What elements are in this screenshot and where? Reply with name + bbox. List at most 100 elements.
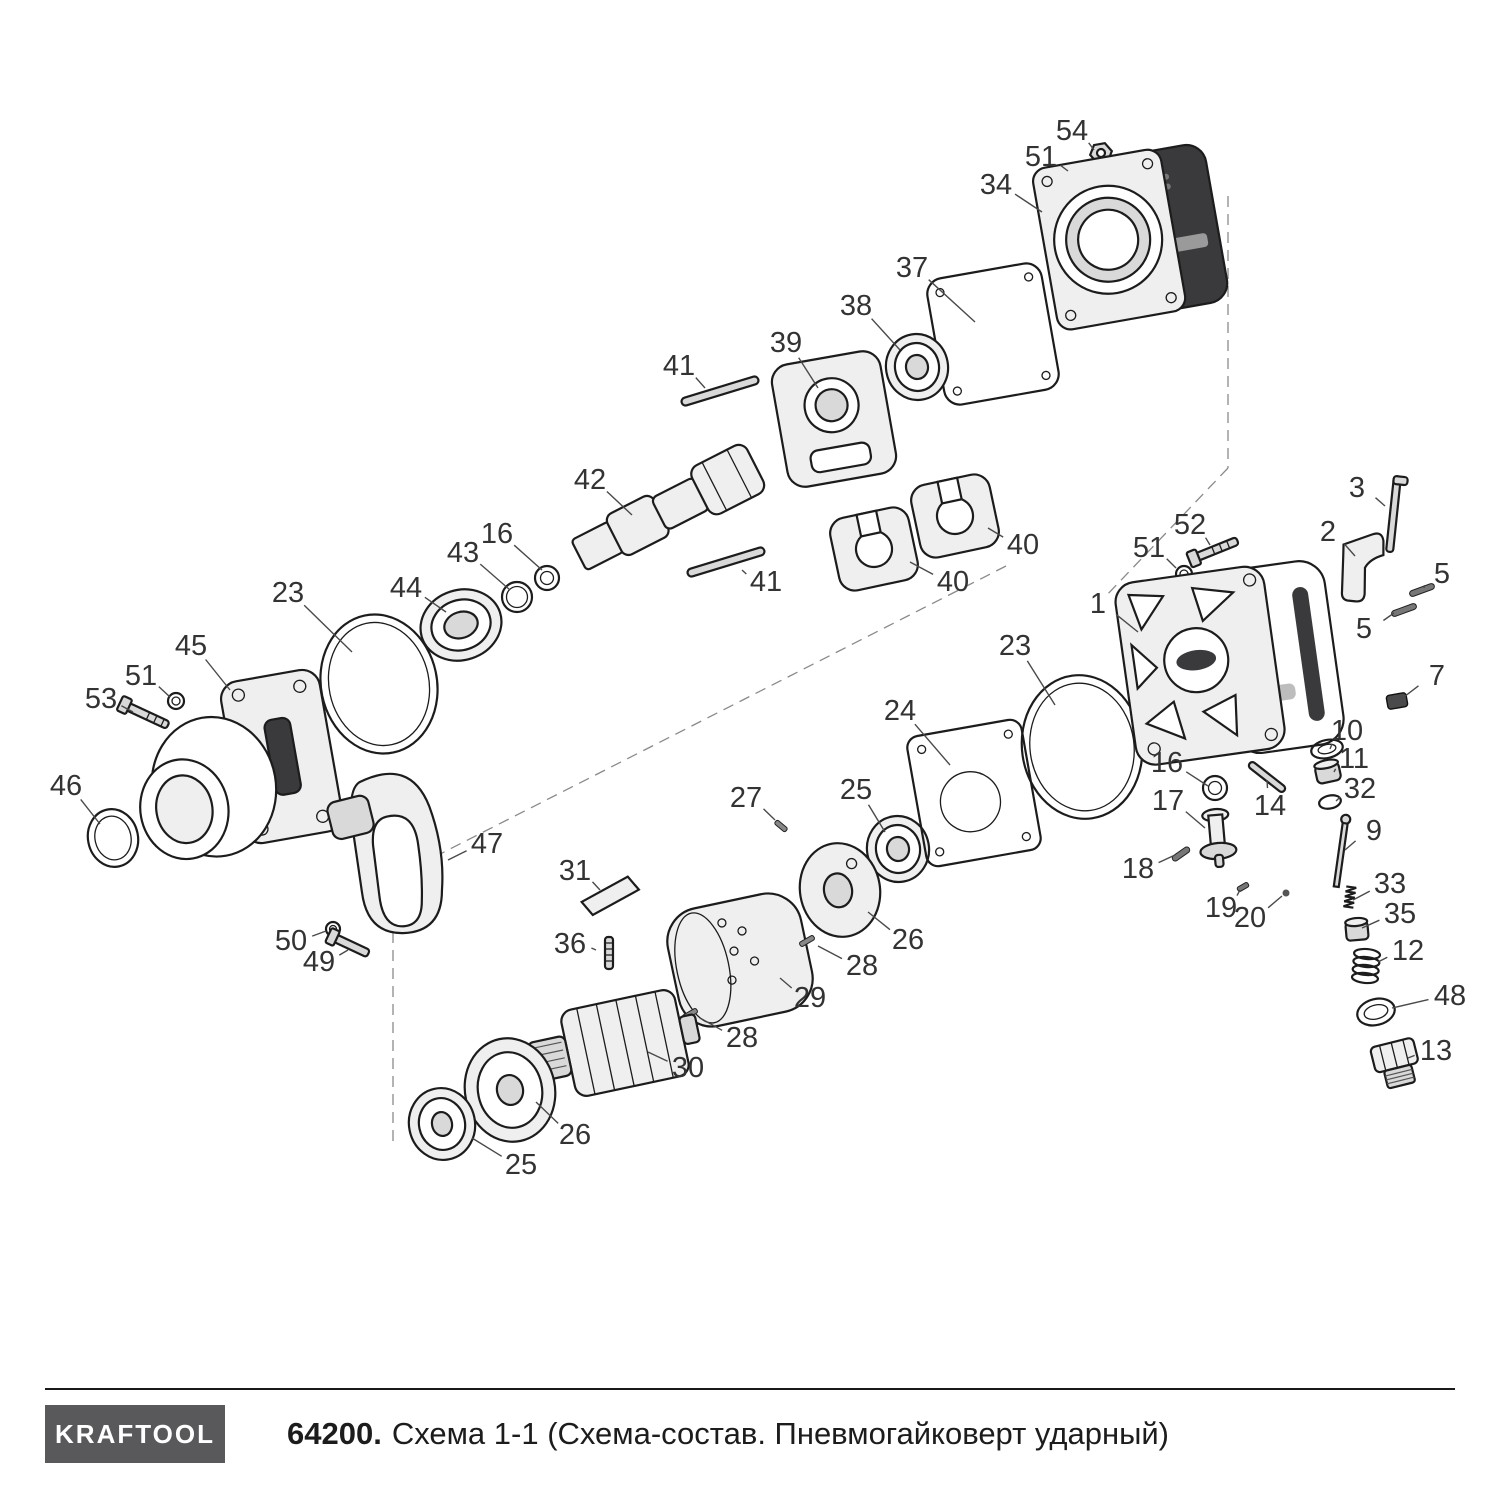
part-label-46: 46 — [50, 770, 82, 802]
leader-line-24 — [914, 723, 951, 766]
part-39-hammer-cage — [770, 350, 898, 488]
part-label-41: 41 — [663, 350, 695, 382]
leader-line-40 — [909, 561, 934, 576]
leader-line-41 — [695, 377, 706, 389]
part-label-28: 28 — [846, 950, 878, 982]
part-label-45: 45 — [175, 630, 207, 662]
leader-line-49 — [338, 949, 349, 956]
part-label-40: 40 — [937, 566, 969, 598]
leader-line-1 — [1115, 613, 1139, 633]
part-43-retaining-ring — [500, 580, 534, 614]
part-label-31: 31 — [559, 855, 591, 887]
part-41-pin-b — [686, 546, 766, 578]
part-7-plug — [1385, 692, 1409, 710]
leader-line-10 — [1329, 743, 1333, 750]
part-1-main-housing — [1114, 560, 1345, 766]
part-label-38: 38 — [840, 290, 872, 322]
leader-line-37 — [928, 279, 976, 323]
part-25-bearing-lower — [407, 1087, 477, 1161]
part-label-28: 28 — [726, 1022, 758, 1054]
part-label-39: 39 — [770, 327, 802, 359]
leader-line-27 — [763, 808, 776, 821]
leader-line-53 — [121, 705, 134, 713]
part-label-24: 24 — [884, 695, 916, 727]
part-25-bearing-upper — [865, 814, 931, 884]
leader-line-5 — [1382, 612, 1395, 622]
leader-line-33 — [1352, 890, 1371, 901]
part-label-11: 11 — [1339, 743, 1369, 775]
leader-line-19 — [1236, 889, 1241, 896]
part-label-2: 2 — [1320, 516, 1336, 548]
part-label-7: 7 — [1429, 660, 1445, 692]
part-label-5: 5 — [1434, 558, 1450, 590]
leader-line-23 — [303, 604, 353, 653]
part-label-25: 25 — [840, 774, 872, 806]
part-47-side-handle — [326, 772, 444, 935]
part-16-oring-b — [1201, 774, 1229, 802]
leader-line-30 — [647, 1051, 668, 1062]
part-18-pin — [1171, 846, 1191, 862]
logo-text: KRAFTOOL — [55, 1418, 215, 1449]
part-33-spring-small — [1343, 885, 1357, 909]
part-27-pin — [774, 819, 788, 833]
leader-line-20 — [1267, 895, 1283, 909]
part-label-5: 5 — [1356, 613, 1372, 645]
part-32-ring — [1318, 794, 1342, 810]
leader-line-35 — [1361, 919, 1380, 929]
part-34-rear-motor-housing — [1032, 143, 1229, 331]
leader-line-46 — [80, 798, 101, 825]
part-label-50: 50 — [275, 925, 307, 957]
part-11-bushing — [1313, 758, 1342, 785]
leader-line-29 — [779, 977, 793, 989]
leader-line-39 — [798, 357, 819, 389]
part-30-rotor — [526, 989, 701, 1097]
leader-line-25 — [471, 1137, 503, 1157]
leader-line-47 — [447, 850, 467, 861]
leader-line-44 — [424, 596, 447, 613]
leader-line-25 — [867, 804, 886, 833]
part-label-47: 47 — [471, 828, 503, 860]
leader-line-12 — [1377, 956, 1388, 963]
part-label-18: 18 — [1122, 853, 1154, 885]
doc-code: 64200. — [287, 1416, 382, 1451]
leader-line-11 — [1333, 768, 1337, 773]
leader-line-54 — [1088, 142, 1095, 151]
part-label-51: 51 — [1025, 141, 1057, 173]
part-35-valve-seat — [1344, 916, 1370, 942]
leader-line-5 — [1423, 584, 1426, 589]
part-label-35: 35 — [1384, 898, 1416, 930]
part-label-44: 44 — [390, 572, 422, 604]
part-40-hammer-a — [910, 473, 1000, 559]
leader-line-9 — [1344, 840, 1357, 851]
part-17-valve-poppet — [1199, 807, 1238, 869]
part-label-34: 34 — [980, 169, 1012, 201]
part-37-gasket — [926, 262, 1060, 406]
part-label-19: 19 — [1205, 892, 1237, 924]
leader-line-16 — [513, 544, 543, 571]
part-10-washer — [1310, 738, 1344, 760]
part-label-37: 37 — [896, 252, 928, 284]
part-label-20: 20 — [1234, 902, 1266, 934]
part-46-oring — [86, 808, 140, 868]
leader-line-48 — [1391, 998, 1429, 1009]
part-label-42: 42 — [574, 464, 606, 496]
leader-line-7 — [1399, 685, 1419, 701]
part-41-pin-a — [680, 375, 760, 407]
leader-line-42 — [606, 490, 633, 516]
part-label-26: 26 — [892, 924, 924, 956]
part-label-23: 23 — [999, 630, 1031, 662]
part-13-air-inlet — [1369, 1037, 1419, 1090]
part-label-36: 36 — [554, 928, 586, 960]
part-label-40: 40 — [1007, 529, 1039, 561]
part-20-ball — [1282, 889, 1290, 897]
part-label-33: 33 — [1374, 868, 1406, 900]
leader-line-51 — [158, 686, 171, 698]
leader-line-28 — [817, 945, 843, 960]
leader-line-16 — [1185, 771, 1209, 787]
leader-line-51 — [1166, 558, 1177, 569]
leader-line-40 — [987, 527, 1004, 538]
leader-line-45 — [205, 659, 231, 691]
leader-line-36 — [591, 947, 597, 951]
